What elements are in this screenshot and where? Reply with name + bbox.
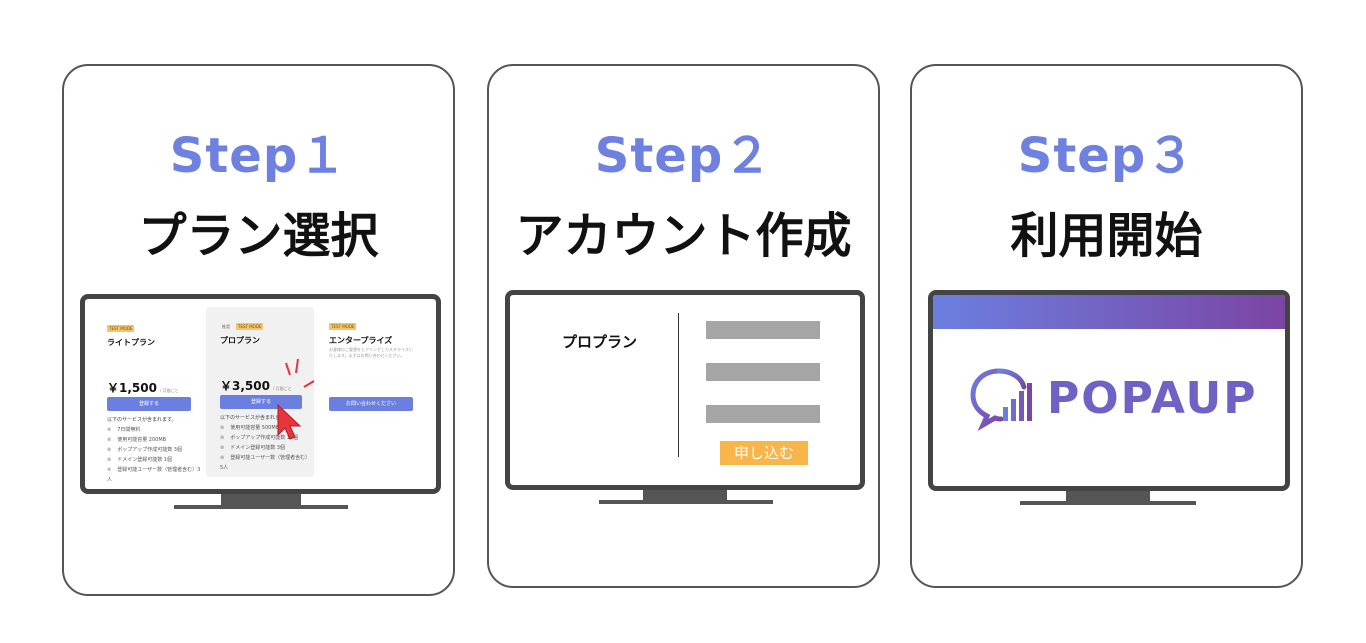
step-3-title: 利用開始 — [1010, 208, 1203, 264]
monitor-base — [1020, 501, 1196, 505]
register-button-pro[interactable]: 登録する — [220, 395, 302, 409]
step-1-label: Step１ — [169, 128, 348, 184]
plan-name-pro: プロプラン — [220, 336, 260, 345]
step-3-label: Step３ — [1017, 128, 1196, 184]
monitor-stand — [643, 490, 727, 502]
form-field-2[interactable] — [706, 363, 820, 381]
feature-item: 登録可能ユーザー数（管理者含む）3人 — [107, 465, 203, 485]
plan-name-enterprise: エンタープライズ — [329, 336, 393, 345]
monitor-account-form: プロプラン 申し込む — [505, 290, 865, 490]
feature-item: ドメイン登録可能数 3個 — [220, 443, 310, 453]
monitor-stand — [221, 494, 301, 508]
step-2-title: アカウント作成 — [515, 208, 852, 264]
monitor-base — [599, 500, 773, 504]
step-2-card: Step２ アカウント作成 プロプラン 申し込む — [487, 64, 880, 588]
feature-item: ポップアップ作成可能数 10個 — [220, 433, 310, 443]
step-1-title: プラン選択 — [138, 208, 379, 264]
plan-name-lite: ライトプラン — [107, 338, 155, 347]
feature-item: 使用可能容量 200MB — [107, 435, 203, 445]
step-1-card: Step１ プラン選択 TEST MODE ライトプラン ￥1,500/ 月間ご… — [62, 64, 455, 596]
plan-description-enterprise: お客様のご要望をヒアリングしカスタマイズいたします。まずはお問い合わせください。 — [329, 347, 413, 358]
plan-card-pro: 推奨 TEST MODE プロプラン ￥3,500/ 月間ごと 登録する 以下の… — [206, 307, 315, 477]
features-list-lite: 7日間無料使用可能容量 200MBポップアップ作成可能数 3個ドメイン登録可能数… — [107, 425, 203, 485]
form-field-1[interactable] — [706, 321, 820, 339]
form-field-3[interactable] — [706, 405, 820, 423]
monitor-plan-selection: TEST MODE ライトプラン ￥1,500/ 月間ごと 登録する 以下のサー… — [80, 294, 441, 494]
popaup-logo-icon — [970, 368, 1032, 431]
plan-card-enterprise: TEST MODE エンタープライズ お客様のご要望をヒアリングしカスタマイズい… — [321, 307, 435, 477]
step-3-card: Step３ 利用開始 POPAUP — [910, 64, 1303, 588]
form-divider — [678, 313, 679, 457]
click-cursor-icon — [277, 358, 315, 440]
feature-item: ポップアップ作成可能数 3個 — [107, 445, 203, 455]
feature-item: 7日間無料 — [107, 425, 203, 435]
test-mode-badge: TEST MODE — [107, 325, 135, 332]
step-2-label: Step２ — [594, 128, 773, 184]
app-header-bar — [933, 295, 1285, 329]
popaup-logo-text: POPAUP — [1047, 373, 1258, 424]
monitor-base — [174, 505, 348, 509]
features-heading-lite: 以下のサービスが含まれます。 — [107, 417, 177, 423]
features-heading-pro: 以下のサービスが含まれます — [220, 415, 286, 421]
feature-item: 登録可能ユーザー数（管理者含む）5人 — [220, 453, 310, 473]
features-list-pro: 使用可能容量 500MBポップアップ作成可能数 10個ドメイン登録可能数 3個登… — [220, 423, 310, 473]
test-mode-badge: TEST MODE — [236, 323, 264, 330]
plan-price-pro: ￥3,500/ 月間ごと — [220, 379, 292, 393]
apply-button[interactable]: 申し込む — [720, 441, 808, 465]
feature-item: 使用可能容量 500MB — [220, 423, 310, 433]
recommended-label: 推奨 — [222, 324, 230, 329]
contact-button-enterprise[interactable]: お問い合わせください — [329, 397, 413, 411]
monitor-stand — [1066, 491, 1150, 503]
test-mode-badge: TEST MODE — [329, 323, 357, 330]
plan-card-lite: TEST MODE ライトプラン ￥1,500/ 月間ごと 登録する 以下のサー… — [99, 307, 207, 483]
register-button-lite[interactable]: 登録する — [107, 397, 191, 411]
plan-price-lite: ￥1,500/ 月間ごと — [107, 381, 179, 395]
monitor-app-start: POPAUP — [928, 290, 1290, 491]
selected-plan-name: プロプラン — [562, 333, 638, 351]
feature-item: ドメイン登録可能数 1個 — [107, 455, 203, 465]
